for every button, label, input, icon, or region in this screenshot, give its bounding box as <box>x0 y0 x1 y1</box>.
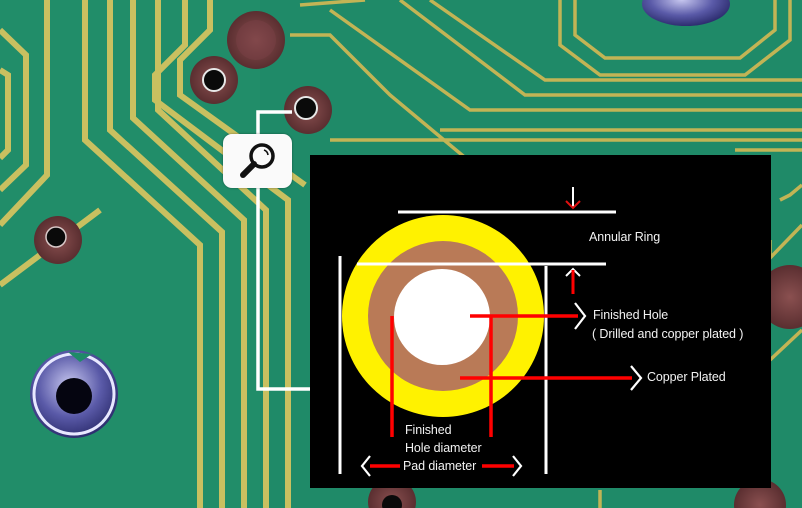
magnifier-connector <box>256 110 310 391</box>
pcb-traces <box>0 0 307 508</box>
copper-plated-chevron-icon <box>630 365 643 391</box>
finished-hole-chevron-icon <box>574 302 587 330</box>
pad-left-chevron-icon <box>360 455 371 477</box>
pad-right-chevron-icon <box>512 455 523 477</box>
finished-hole <box>394 269 490 365</box>
magnifier-icon <box>239 143 275 178</box>
pointer-lines <box>370 314 632 468</box>
annular-ring-label: Annular Ring <box>589 230 661 244</box>
dimension-lines <box>338 210 616 474</box>
chevron-icons <box>360 302 643 477</box>
finished-hole-diameter-line1: Finished <box>405 423 452 437</box>
annular-ring-arrows <box>565 187 581 294</box>
copper-plated-label: Copper Plated <box>647 370 726 384</box>
pad-diameter-label: Pad diameter <box>403 459 477 473</box>
finished-hole-diameter-line2: Hole diameter <box>405 441 482 455</box>
magnifier-button[interactable] <box>223 134 292 188</box>
finished-hole-label: Finished Hole <box>593 308 669 322</box>
finished-hole-note: ( Drilled and copper plated ) <box>592 327 744 341</box>
